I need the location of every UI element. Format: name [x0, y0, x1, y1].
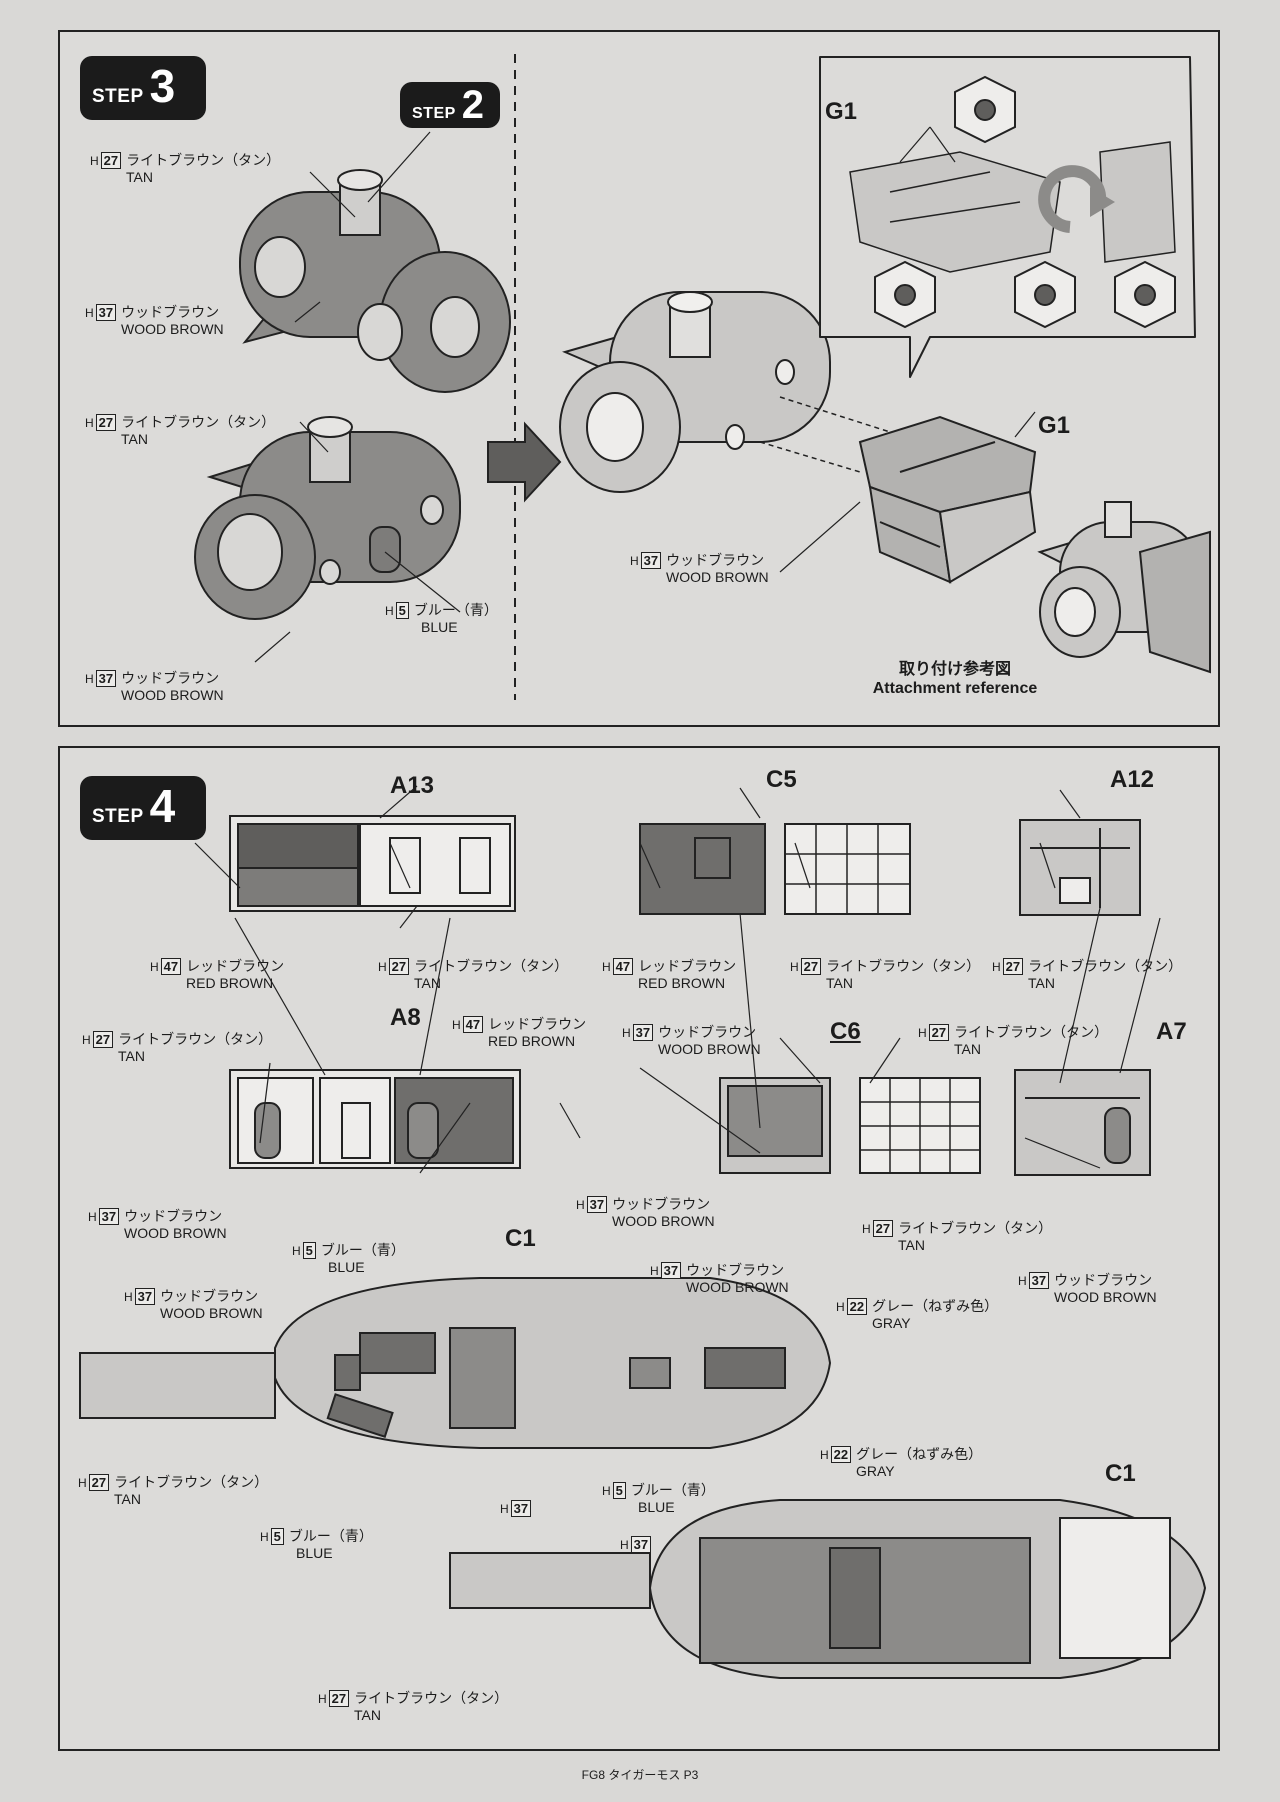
rotate-icon: [1038, 165, 1115, 233]
attachment-reference-drawing: [1037, 501, 1211, 674]
c1-deck-bottom: [449, 1499, 1207, 1679]
part-g1: G1: [1038, 412, 1071, 439]
nipper-cut-icon: [874, 75, 1176, 329]
c5-wall-part: [639, 823, 911, 915]
gondola-body-assembly: [559, 291, 831, 493]
step4-illustration: [79, 785, 1207, 1679]
part-a12: A12: [1110, 766, 1155, 793]
page-footer: FG8 タイガーモス P3: [581, 1768, 699, 1782]
step-number: 3: [149, 60, 176, 112]
attachment-reference-caption: 取り付け参考図 Attachment reference: [872, 661, 1038, 697]
part-a13: A13: [390, 772, 435, 799]
c6-wall-part: [719, 1077, 981, 1174]
step-word: STEP: [92, 86, 144, 107]
c1-deck-top: [79, 1277, 832, 1449]
step-number: 2: [461, 83, 485, 127]
step3-badge: STEP 3: [80, 56, 206, 120]
step-word: STEP: [412, 105, 456, 122]
part-c6: C6: [830, 1018, 861, 1045]
arrow-right-icon: [487, 421, 562, 503]
part-g1-detail: G1: [825, 98, 858, 125]
part-a8: A8: [390, 1004, 421, 1031]
part-c1: C1: [1105, 1460, 1136, 1487]
gondola-body-mid: [194, 416, 461, 620]
part-a7: A7: [1156, 1018, 1187, 1045]
step4-badge: STEP 4: [80, 776, 206, 840]
step2-reference-badge: STEP 2: [400, 82, 500, 128]
a8-wall-part: [229, 1069, 521, 1169]
a12-floor-part: [1019, 819, 1141, 916]
step-number: 4: [149, 780, 176, 832]
g1-frame-detail: [849, 141, 1176, 273]
a13-wall-part: [229, 815, 516, 912]
a7-floor-part: [1014, 1069, 1151, 1176]
part-c5: C5: [766, 766, 797, 793]
part-c1: C1: [505, 1225, 536, 1252]
gondola-body-top: [239, 169, 511, 393]
g1-frame-part: [858, 415, 1037, 584]
step-word: STEP: [92, 806, 144, 827]
step3-illustration: [194, 54, 1211, 700]
